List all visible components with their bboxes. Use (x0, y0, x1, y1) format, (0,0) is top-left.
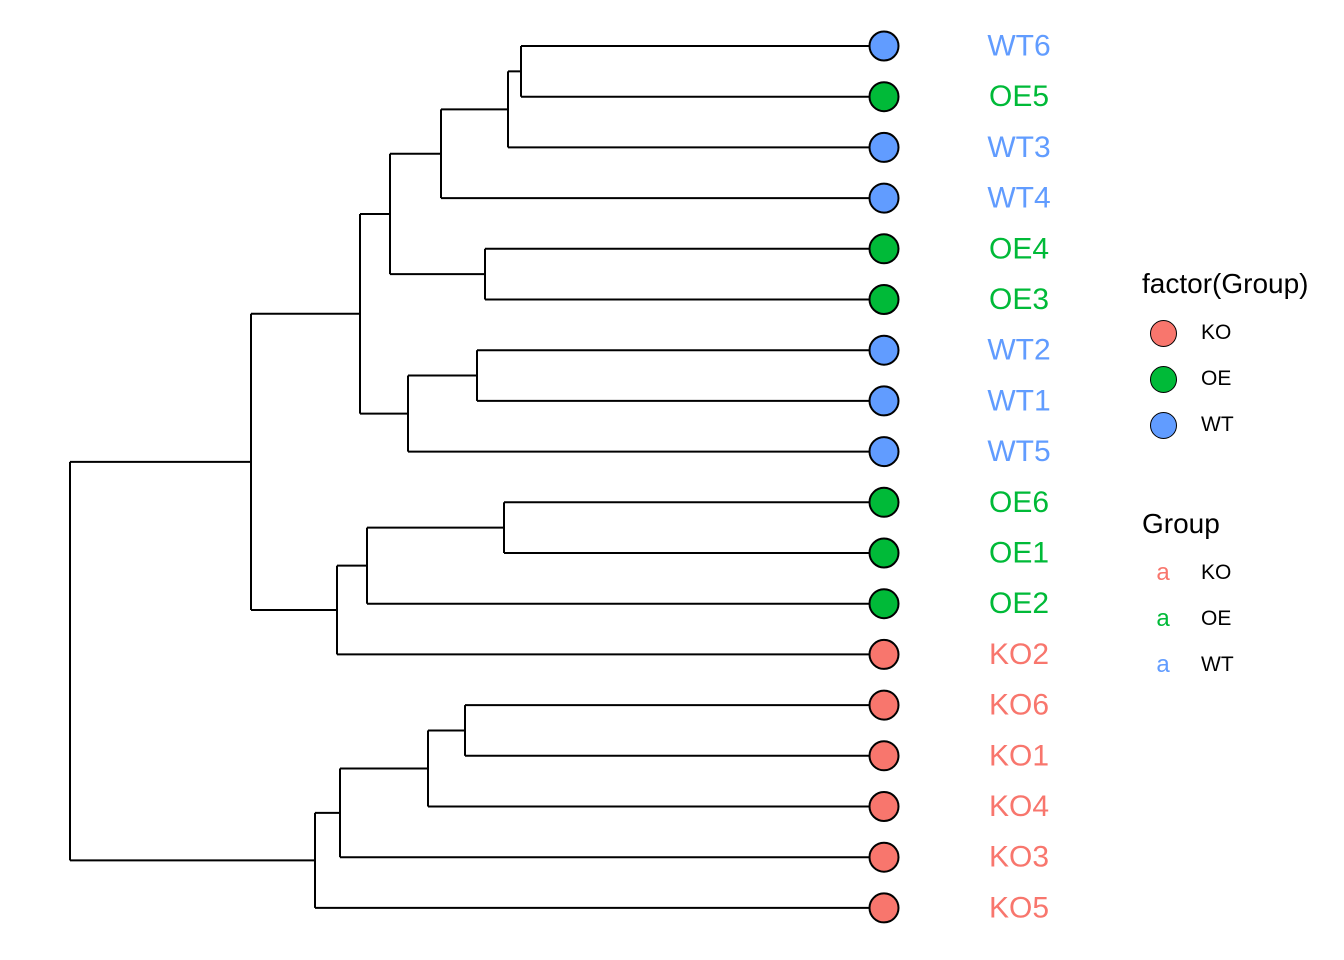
legend-key-wrap (1140, 365, 1186, 393)
leaf-label-oe2: OE2 (989, 587, 1049, 620)
leaf-point-wt4 (868, 182, 900, 214)
legend-row-factor-oe: OE (1140, 356, 1309, 402)
leaf-point-ko6 (868, 689, 900, 721)
leaf-point-oe2 (868, 588, 900, 620)
leaf-point-ko5 (868, 892, 900, 924)
leaf-point-ko2 (868, 638, 900, 670)
legend-key-a-ko: a (1156, 559, 1170, 586)
leaf-label-oe5: OE5 (989, 80, 1049, 113)
leaf-label-ko1: KO1 (989, 739, 1049, 772)
leaf-point-oe6 (868, 486, 900, 518)
legend-item-label-wt: WT (1201, 413, 1234, 436)
legend-key-wrap (1140, 319, 1186, 347)
legend-item-label-ko: KO (1201, 561, 1232, 584)
leaf-label-wt5: WT5 (987, 435, 1050, 468)
leaf-point-oe5 (868, 81, 900, 113)
tree-edges (69, 45, 884, 909)
leaf-point-oe1 (868, 537, 900, 569)
legend-item-label-wt: WT (1201, 653, 1234, 676)
leaf-label-ko3: KO3 (989, 841, 1049, 874)
legend-factor-group-title: factor(Group) (1142, 268, 1309, 299)
legend-row-group-wt: a WT (1140, 642, 1234, 688)
legend-key-a-wt: a (1156, 651, 1170, 678)
leaf-label-wt2: WT2 (987, 334, 1050, 367)
legend-key-circle-oe (1149, 365, 1177, 393)
leaf-point-wt1 (868, 385, 900, 417)
legend-key-circle-wt (1149, 411, 1177, 439)
leaf-point-ko3 (868, 841, 900, 873)
leaf-labels: WT6OE5WT3WT4OE4OE3WT2WT1WT5OE6OE1OE2KO2K… (987, 30, 1050, 925)
legend-item-label-oe: OE (1201, 367, 1232, 390)
legend-factor-group: factor(Group) KO OE WT (1140, 268, 1309, 448)
leaf-label-ko6: KO6 (989, 689, 1049, 722)
leaf-label-ko2: KO2 (989, 638, 1049, 671)
legend-key-a-oe: a (1156, 605, 1170, 632)
legend-key-wrap (1140, 411, 1186, 439)
legend-group: Group a KO a OE a WT (1140, 508, 1234, 688)
leaf-point-oe3 (868, 284, 900, 315)
legend-group-title: Group (1142, 508, 1220, 539)
leaf-label-wt3: WT3 (987, 131, 1050, 164)
legend-key-circle-ko (1149, 319, 1177, 347)
legend-row-factor-wt: WT (1140, 402, 1309, 448)
legend-key-wrap: a (1140, 653, 1186, 677)
leaf-points (868, 30, 900, 924)
legend-key-wrap: a (1140, 607, 1186, 631)
leaf-point-wt2 (868, 334, 900, 366)
legend-row-group-oe: a OE (1140, 596, 1234, 642)
legend-row-group-ko: a KO (1140, 550, 1234, 596)
leaf-point-oe4 (868, 233, 900, 265)
leaf-label-wt1: WT1 (987, 384, 1050, 417)
leaf-label-wt4: WT4 (987, 182, 1050, 215)
legend-key-wrap: a (1140, 561, 1186, 585)
leaf-point-wt3 (868, 131, 900, 163)
legend-item-label-oe: OE (1201, 607, 1232, 630)
leaf-label-ko4: KO4 (989, 790, 1049, 823)
legend-row-factor-ko: KO (1140, 310, 1309, 356)
leaf-label-oe4: OE4 (989, 232, 1049, 265)
leaf-label-oe6: OE6 (989, 486, 1049, 519)
leaf-point-wt6 (868, 30, 900, 62)
leaf-label-oe3: OE3 (989, 283, 1049, 316)
leaf-point-ko1 (868, 740, 900, 772)
leaf-label-oe1: OE1 (989, 537, 1049, 570)
leaf-label-ko5: KO5 (989, 891, 1049, 924)
leaf-label-wt6: WT6 (987, 30, 1050, 63)
leaf-point-wt5 (868, 436, 900, 468)
legend-item-label-ko: KO (1201, 321, 1232, 344)
leaf-point-ko4 (868, 791, 900, 822)
